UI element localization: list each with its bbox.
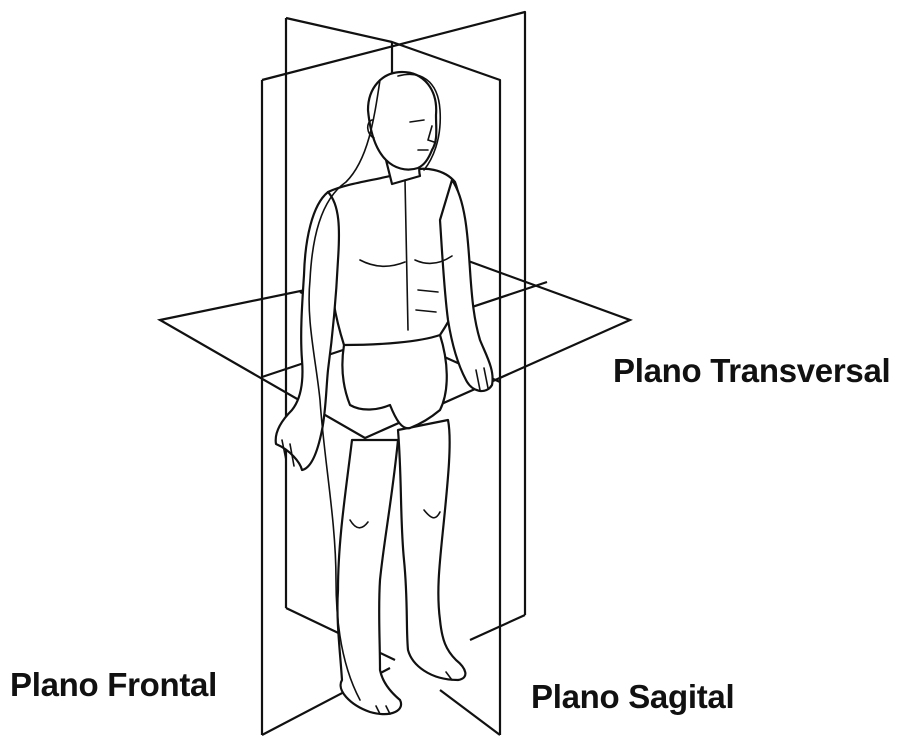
transverse-plane-label: Plano Transversal bbox=[613, 352, 890, 390]
frontal-plane-label: Plano Frontal bbox=[10, 666, 217, 704]
sagittal-plane-label: Plano Sagital bbox=[531, 678, 734, 716]
